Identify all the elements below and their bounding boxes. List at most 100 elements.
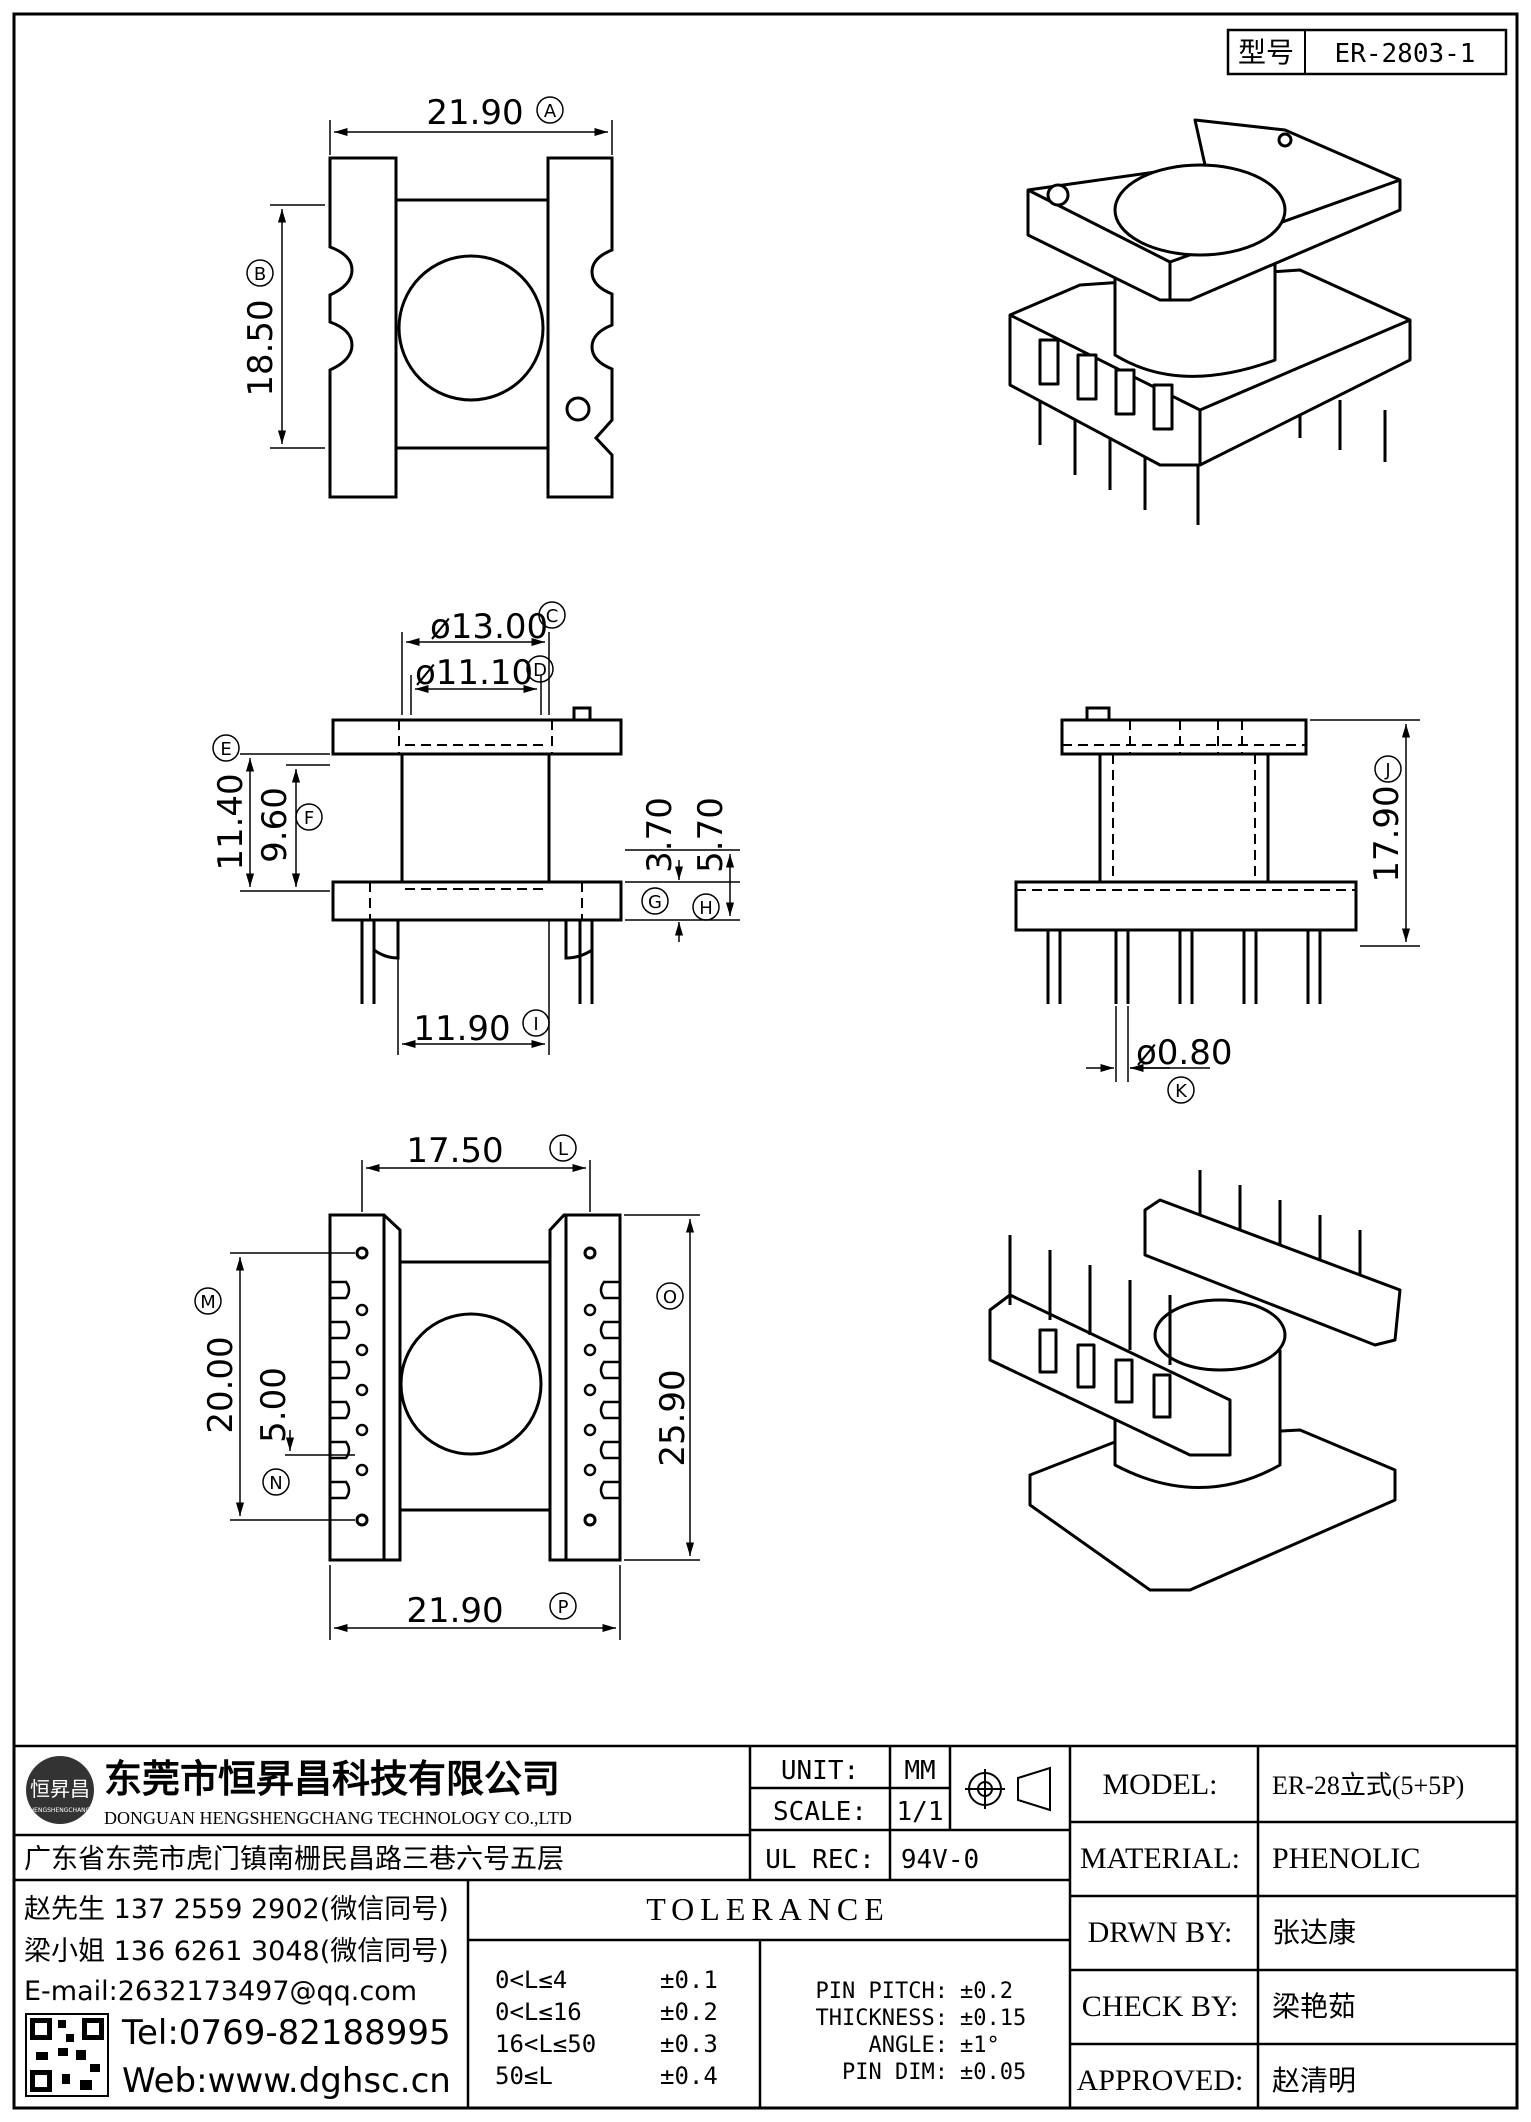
dim-n-value: 5.00 [254,1367,294,1443]
dim-c-value: ø13.00 [430,607,548,647]
company-address: 广东省东莞市虎门镇南栅民昌路三巷六号五层 [24,1844,564,1875]
company-name-cn: 东莞市恒昇昌科技有限公司 [104,1757,560,1801]
dim-k-value: ø0.80 [1136,1033,1233,1073]
pin-slot [330,1360,351,1380]
tol-value: ±0.2 [660,1998,718,2026]
title-block-lines [14,1744,1517,2108]
dim-j-value: 17.90 [1367,785,1407,882]
tol-extra-value: ±0.15 [960,2006,1026,2031]
tol-extra-value: ±0.2 [960,1979,1013,2004]
side-view-hidden [1016,720,1356,891]
bottom-view-slots [330,1280,620,1500]
logo-subtext: HENGSHENGCHANG [30,1807,91,1814]
dim-d-value: ø11.10 [415,653,533,693]
dim-f-value: 9.60 [255,787,295,863]
dim-a-letter: A [544,101,557,122]
material-value: PHENOLIC [1272,1842,1420,1875]
drawn-value: 张达康 [1272,1916,1356,1949]
tol-extra-value: ±0.05 [960,2060,1026,2085]
pin-slot [599,1320,620,1340]
dim-e-letter: E [220,739,231,760]
pin-slot [330,1320,351,1340]
tolerance-title: TOLERANCE [646,1891,890,1927]
contact-email: E-mail:2632173497@qq.com [24,1976,417,2007]
model-label: MODEL: [1103,1768,1218,1801]
projection-symbol-icon [965,1766,1051,1812]
pin-slot [599,1360,620,1380]
pin-slot [599,1440,620,1460]
pin-slot [330,1440,351,1460]
pin-slot [330,1280,351,1300]
contact-1: 赵先生 137 2559 2902(微信同号) [24,1894,449,1925]
dim-g-letter: G [648,892,662,913]
pin-hole [583,1303,597,1317]
check-label: CHECK BY: [1082,1990,1238,2023]
tol-extra-label: PIN PITCH: [816,1979,948,2004]
dim-o-value: 25.90 [653,1369,693,1466]
drawn-label: DRWN BY: [1088,1916,1233,1949]
pin-slot [599,1280,620,1300]
tol-range: 16<L≤50 [495,2030,596,2058]
dim-e-value: 11.40 [211,773,251,870]
isometric-view-bottom [988,1170,1402,1592]
part-number: ER-2803-1 [1335,39,1476,69]
tol-value: ±0.4 [660,2062,718,2090]
unit-label: UNIT: [781,1756,859,1786]
bottom-view-dims [230,1160,700,1640]
dim-b-letter: B [254,264,266,285]
dim-l-value: 17.50 [406,1131,503,1171]
scale-value: 1/1 [897,1797,944,1827]
dim-l-letter: L [558,1139,568,1160]
pin-hole [583,1343,597,1357]
pin-slot [330,1480,351,1500]
dim-i-value: 11.90 [413,1009,510,1049]
pin-slot [599,1480,620,1500]
material-label: MATERIAL: [1080,1842,1240,1875]
bottom-view [328,1213,622,1562]
dim-p-letter: P [558,1597,569,1618]
tol-range: 0<L≤4 [495,1966,567,1994]
tol-value: ±0.3 [660,2030,718,2058]
contact-tel: Tel:0769-82188995 [121,2013,451,2053]
contact-web: Web:www.dghsc.cn [122,2061,451,2101]
pin-slot [330,1400,351,1420]
dim-c-letter: C [546,606,559,627]
tol-range: 0<L≤16 [495,1998,582,2026]
pin-hole [355,1343,369,1357]
side-view-dims [1086,719,1420,1082]
dim-n-letter: N [269,1473,282,1494]
sheet-border [12,12,1519,2110]
dim-i-letter: I [533,1014,538,1035]
dim-d-letter: D [533,660,547,681]
approved-value: 赵清明 [1272,2064,1356,2097]
pin-hole [355,1463,369,1477]
front-view-dims [240,632,740,1055]
company-logo: 恒昇昌 HENGSHENGCHANG [26,1756,94,1824]
qr-code-icon [25,2013,109,2097]
pin-hole [583,1383,597,1397]
pin-hole [355,1423,369,1437]
company-name-en: DONGUAN HENGSHENGCHANG TECHNOLOGY CO.,LT… [104,1808,572,1828]
dim-h-letter: H [699,898,713,919]
tol-extra-value: ±1° [960,2033,1000,2058]
dim-g-value: 3.70 [640,797,680,873]
dim-a-value: 21.90 [426,93,523,133]
dim-j-letter: J [1384,760,1390,781]
tolerance-table: 0<L≤4 ±0.1 0<L≤16 ±0.2 16<L≤50 ±0.3 50≤L… [495,1966,1026,2090]
check-value: 梁艳茹 [1272,1990,1356,2023]
pin-slot [599,1400,620,1420]
tol-extra-label: ANGLE: [869,2033,948,2058]
pin-hole [583,1423,597,1437]
contact-2: 梁小姐 136 6261 3048(微信同号) [24,1936,449,1967]
scale-label: SCALE: [773,1797,867,1827]
isometric-view-top [1008,118,1412,525]
tol-extra-label: PIN DIM: [842,2060,948,2085]
dim-m-letter: M [200,1292,216,1313]
unit-value: MM [904,1756,935,1786]
dim-o-letter: O [663,1287,677,1308]
dim-f-letter: F [304,808,314,829]
title-label: 型号 [1238,36,1294,69]
dim-h-value: 5.70 [691,797,731,873]
